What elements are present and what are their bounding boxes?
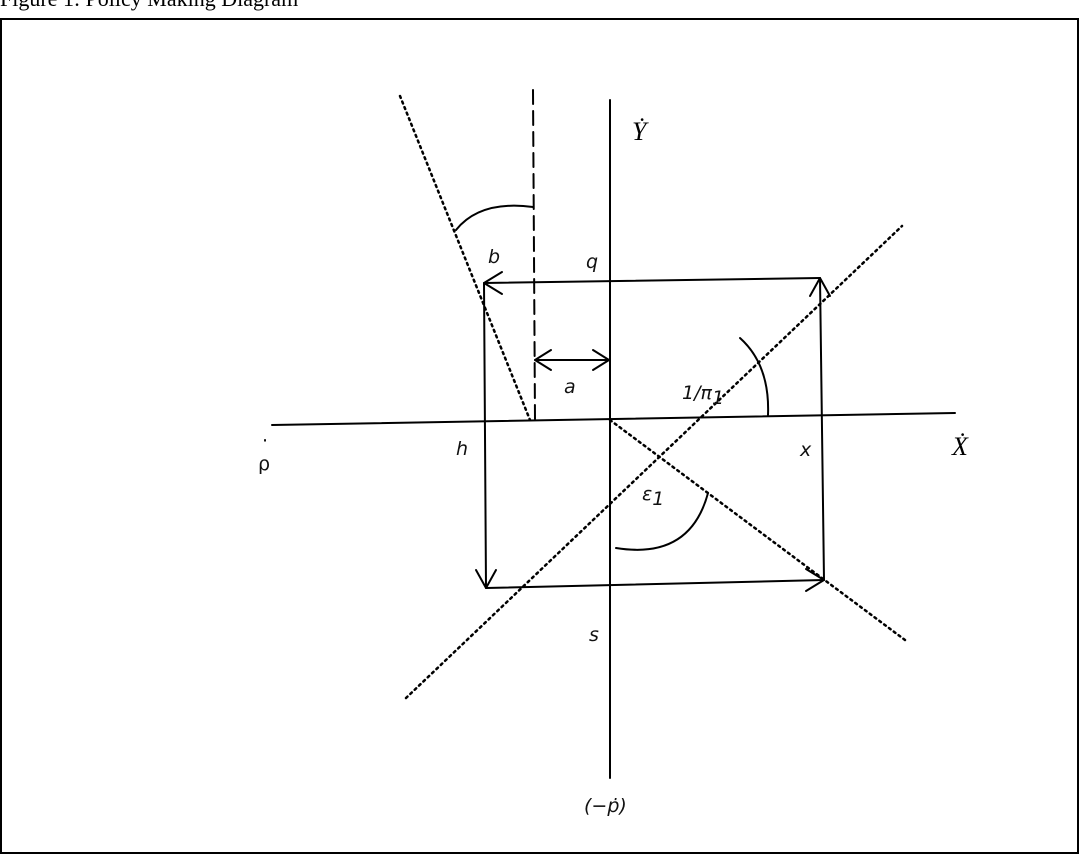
arrow-bottom-s: [485, 579, 825, 589]
label-inv-pi-sub: 1: [712, 387, 724, 409]
double-arrow-a-right-head: [592, 349, 610, 371]
label-x: x: [799, 439, 812, 461]
label-h: h: [456, 438, 468, 460]
label-epsilon: ε: [642, 483, 652, 505]
label-b: b: [488, 246, 500, 268]
label-inv-pi-group: 1/π1: [682, 382, 724, 409]
label-q: q: [586, 251, 598, 273]
label-epsilon-sub: 1: [652, 488, 664, 510]
dotted-line-steep: [398, 94, 532, 422]
dotted-line-positive-slope: [404, 224, 904, 700]
dotted-line-negative-slope: [608, 418, 907, 642]
arrow-right-x: [819, 277, 825, 581]
angle-arc-inv-pi: [739, 337, 770, 416]
arrow-left-h: [483, 282, 487, 589]
arrow-top-q: [483, 277, 821, 284]
label-inv-pi: 1/π: [682, 382, 712, 404]
label-s: s: [589, 624, 599, 646]
neg-p-label: (−ṗ): [584, 795, 627, 817]
label-epsilon-group: ε1: [642, 483, 664, 510]
arrowhead-right-x: [809, 277, 831, 297]
figure-frame: [0, 18, 1079, 854]
double-arrow-a-left-head: [534, 349, 552, 371]
label-a: a: [564, 376, 576, 398]
x-axis-label: Ẋ: [951, 432, 969, 461]
rho-label: ρ: [258, 453, 270, 475]
figure-caption: Figure 1: Policy Making Diagram: [0, 0, 298, 12]
x-axis-line: [271, 412, 956, 426]
dashed-vertical-line: [532, 89, 536, 421]
rho-dot: ·: [262, 430, 268, 452]
angle-arc-upper-left: [455, 204, 534, 231]
y-axis-label: Ẏ: [632, 117, 649, 146]
angle-arc-epsilon: [615, 492, 709, 551]
